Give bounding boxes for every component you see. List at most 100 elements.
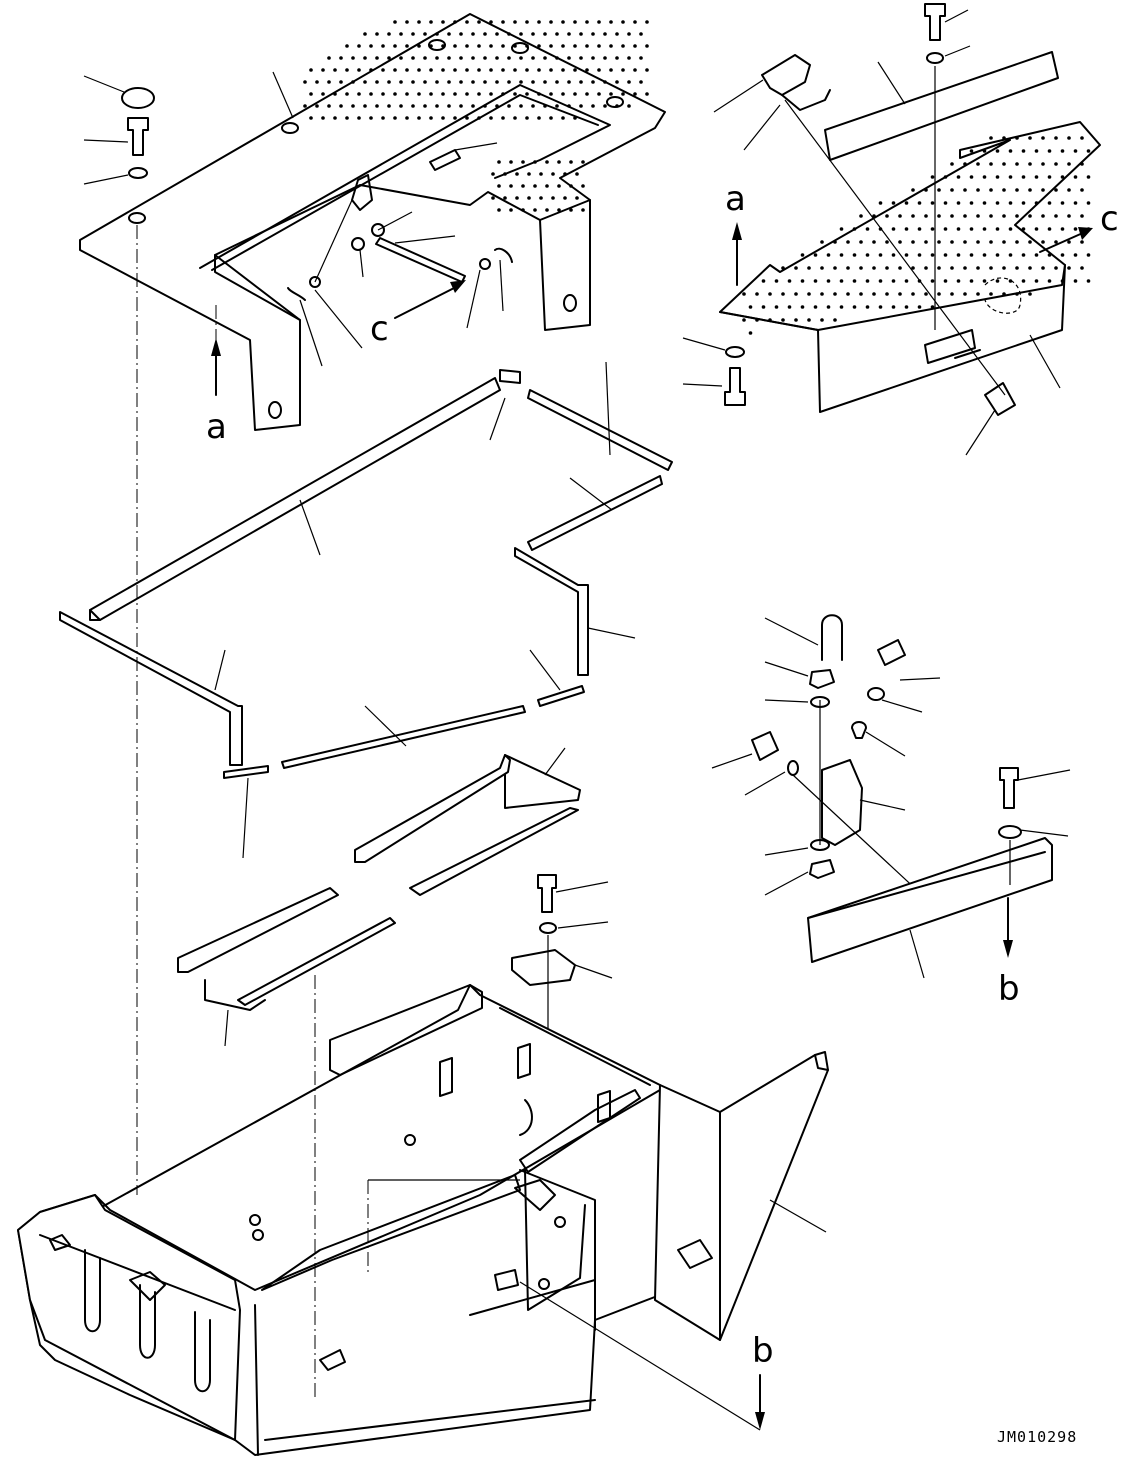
long-bar <box>824 51 1059 161</box>
perforation-hole <box>865 305 870 309</box>
perforation-hole <box>633 20 637 24</box>
perforation-hole <box>911 240 915 244</box>
perforation-hole <box>950 214 954 218</box>
perforation-hole <box>891 279 896 283</box>
perforation-hole <box>904 305 909 309</box>
perforation-hole <box>521 184 525 188</box>
perforation-hole <box>774 305 779 309</box>
perforation-hole <box>1060 201 1065 205</box>
perforation-hole <box>429 92 433 96</box>
perforation-hole <box>1060 279 1065 283</box>
perforation-hole <box>943 227 948 231</box>
perforation-hole <box>943 279 948 283</box>
perforation-hole <box>891 253 896 257</box>
perforation-hole <box>483 104 487 108</box>
perforation-hole <box>995 253 1000 257</box>
perforation-hole <box>621 68 625 72</box>
perforation-hole <box>551 196 555 200</box>
perforation-hole <box>345 68 349 72</box>
perforation-hole <box>527 172 531 176</box>
perforation-hole <box>989 214 993 218</box>
perforation-hole <box>742 318 746 322</box>
perforation-hole <box>495 56 499 60</box>
perforation-hole <box>497 208 501 212</box>
perforation-hole <box>807 266 811 270</box>
perforation-hole <box>820 266 824 270</box>
perforation-hole <box>872 266 876 270</box>
perforation-hole <box>525 68 529 72</box>
perforation-hole <box>327 80 331 84</box>
perforation-hole <box>579 32 583 36</box>
perforation-hole <box>539 196 543 200</box>
perforation-hole <box>833 240 837 244</box>
perforation-hole <box>597 92 601 96</box>
perforation-hole <box>1021 149 1026 153</box>
perforation-hole <box>1002 162 1006 166</box>
perforation-hole <box>639 56 643 60</box>
perforation-hole <box>1034 201 1039 205</box>
perforation-hole <box>833 318 837 322</box>
perforation-hole <box>1021 201 1026 205</box>
perforation-hole <box>1080 266 1084 270</box>
perforation-hole <box>833 266 837 270</box>
perforation-hole <box>393 68 397 72</box>
perforation-hole <box>555 32 559 36</box>
perforation-hole <box>447 32 451 36</box>
perforation-hole <box>761 279 766 283</box>
perforation-hole <box>639 32 643 36</box>
rod <box>375 237 466 283</box>
perforation-hole <box>471 104 475 108</box>
perforation-hole <box>465 20 469 24</box>
perforation-hole <box>489 44 493 48</box>
perforation-hole <box>393 92 397 96</box>
perforation-hole <box>453 68 457 72</box>
perforation-hole <box>976 240 980 244</box>
perforation-hole <box>521 208 525 212</box>
perforation-hole <box>1034 253 1039 257</box>
perforation-hole <box>537 116 541 120</box>
perforation-hole <box>489 116 493 120</box>
perforation-hole <box>1028 292 1032 296</box>
perforation-hole <box>1073 279 1078 283</box>
perforation-hole <box>969 201 974 205</box>
perforation-hole <box>375 80 379 84</box>
perforation-hole <box>453 20 457 24</box>
perforation-hole <box>982 149 987 153</box>
perforation-hole <box>515 196 519 200</box>
perforation-hole <box>567 32 571 36</box>
perforation-hole <box>375 104 379 108</box>
perforation-hole <box>585 68 589 72</box>
perforation-hole <box>1080 240 1084 244</box>
perforation-hole <box>956 201 961 205</box>
perforation-hole <box>846 266 850 270</box>
top-cover-plate <box>79 13 666 431</box>
perforation-hole <box>1067 266 1071 270</box>
hardware-group: b <box>711 614 1071 1009</box>
perforation-hole <box>597 44 601 48</box>
perforation-hole <box>1028 136 1032 140</box>
perforation-hole <box>1002 136 1006 140</box>
perforation-hole <box>878 253 883 257</box>
perforation-hole <box>645 44 649 48</box>
perforation-hole <box>591 56 595 60</box>
perforation-hole <box>1028 188 1032 192</box>
perforation-hole <box>924 214 928 218</box>
perforation-hole <box>1060 149 1065 153</box>
perforation-hole <box>1008 227 1013 231</box>
perforation-hole <box>417 116 421 120</box>
perforation-hole <box>1054 162 1058 166</box>
perforation-hole <box>387 56 391 60</box>
perforation-hole <box>956 279 961 283</box>
perforation-hole <box>489 20 493 24</box>
perforation-hole <box>859 214 863 218</box>
perforation-hole <box>885 240 889 244</box>
perforation-hole <box>1067 214 1071 218</box>
perforation-hole <box>507 104 511 108</box>
perforation-hole <box>1021 253 1026 257</box>
perforation-hole <box>1086 253 1091 257</box>
perforation-hole <box>423 32 427 36</box>
perforation-hole <box>917 201 922 205</box>
perforation-hole <box>963 266 967 270</box>
perforation-hole <box>1028 214 1032 218</box>
perforation-hole <box>327 104 331 108</box>
